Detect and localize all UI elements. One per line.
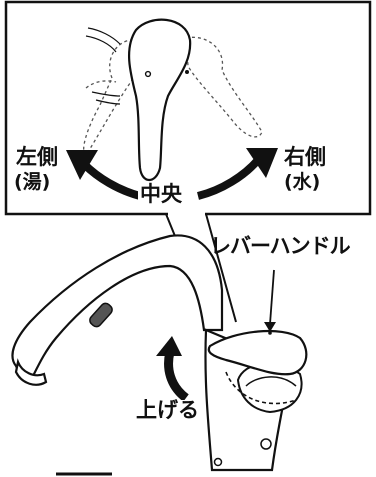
label-lift-up: 上げる: [134, 398, 201, 422]
label-lever-handle: レバーハンドル: [210, 234, 351, 258]
lever-handle-pointer: [264, 269, 276, 332]
hose-lines: [85, 27, 121, 105]
label-center: 中央: [138, 182, 184, 206]
lift-up-arrow: [156, 336, 189, 402]
lever-cartridge: [225, 362, 303, 414]
arrow-left-hot: [66, 150, 142, 200]
arrow-right-cold: [196, 148, 278, 200]
lever-ghost-left: [83, 39, 143, 156]
label-left-side: 左側: [16, 145, 58, 169]
label-right-side: 右側: [284, 145, 326, 169]
lever-center-top-view: [127, 18, 192, 182]
label-left-hot: (湯): [14, 171, 51, 193]
label-right-cold: (水): [284, 171, 321, 193]
